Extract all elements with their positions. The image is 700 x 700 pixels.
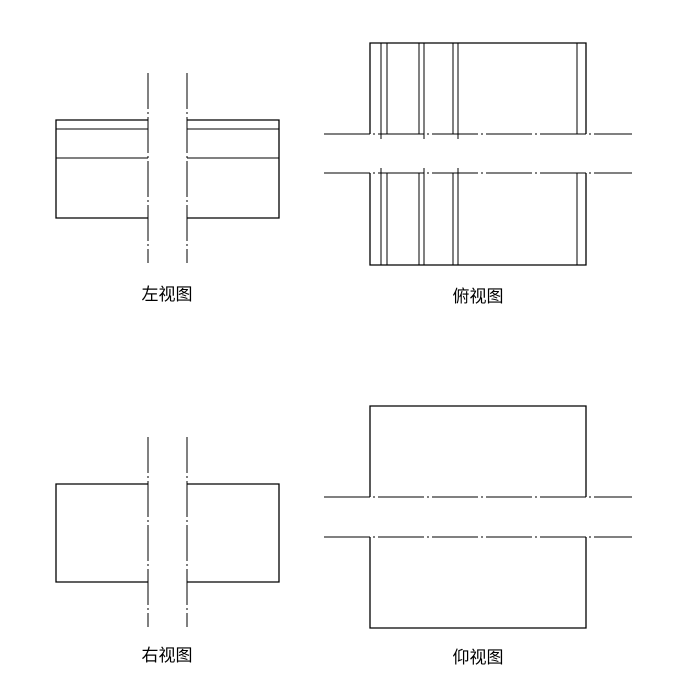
top-view-caption: 俯视图 (452, 287, 504, 307)
bottom-view-caption: 仰视图 (452, 648, 504, 668)
left-view (55, 73, 280, 263)
left-view-box-left-part (55, 119, 148, 219)
left-view-box-right-part (187, 119, 280, 219)
right-view-caption: 右视图 (141, 646, 193, 666)
top-view-box-lower (369, 173, 587, 266)
bottom-view-box-upper (369, 405, 587, 497)
right-view (55, 437, 280, 627)
right-view-box-right-part (187, 483, 280, 583)
top-view-box-upper (369, 42, 587, 134)
bottom-view (324, 405, 632, 629)
right-view-box-left-part (55, 483, 148, 583)
top-view (324, 42, 632, 266)
left-view-caption: 左视图 (141, 285, 193, 305)
bottom-view-box-lower (369, 537, 587, 629)
